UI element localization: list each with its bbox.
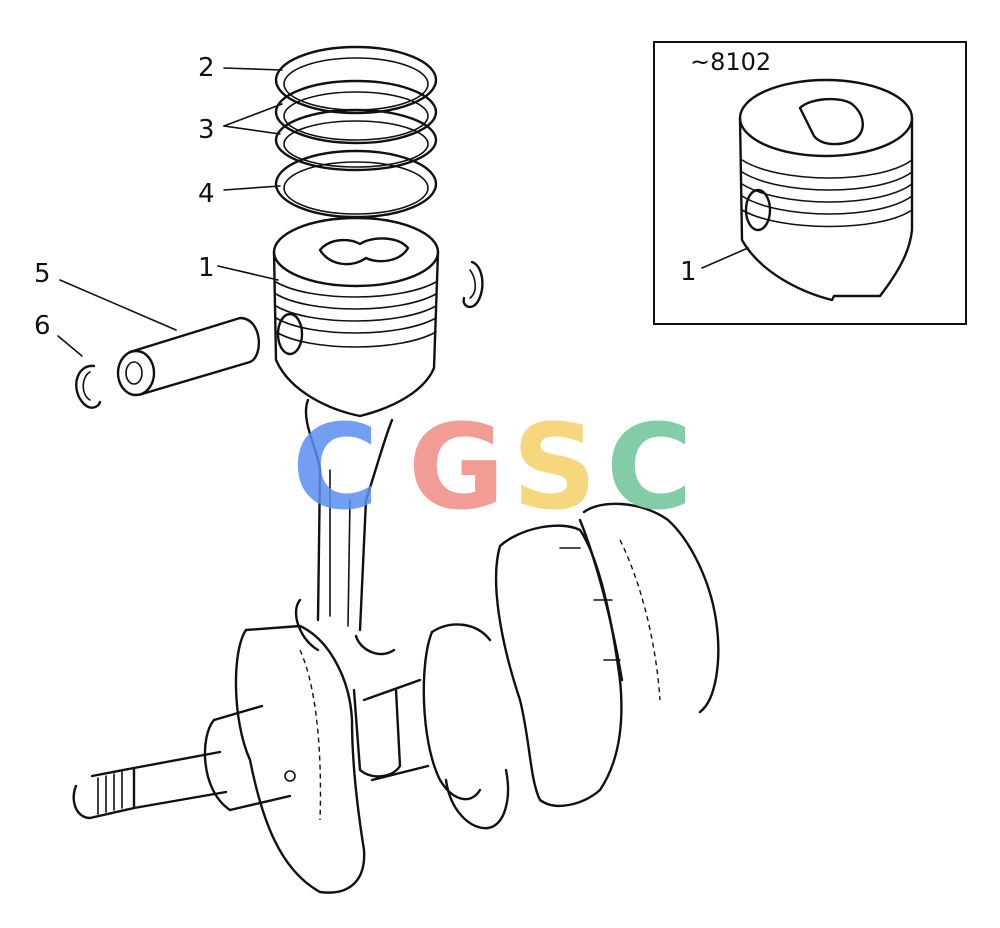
- watermark: C G S C: [292, 398, 693, 536]
- callout-3: 3: [198, 115, 215, 145]
- piston: [272, 216, 440, 418]
- inset-variant-label: ~8102: [690, 48, 771, 76]
- inset-piston: [738, 78, 914, 302]
- callout-5: 5: [34, 259, 51, 289]
- leader-lines: [57, 67, 749, 357]
- watermark-letter: C: [606, 398, 693, 536]
- callout-6: 6: [34, 311, 51, 341]
- watermark-letter: C: [292, 398, 379, 536]
- watermark-letter: S: [512, 398, 597, 536]
- inset-callout-1: 1: [680, 257, 697, 287]
- watermark-letter: G: [408, 398, 505, 536]
- callout-2: 2: [198, 53, 215, 83]
- snap-ring-right: [462, 260, 484, 309]
- oil-control-ring: [274, 149, 438, 219]
- callout-1: 1: [198, 253, 215, 283]
- third-compression-ring: [274, 108, 438, 172]
- callout-4: 4: [198, 179, 215, 209]
- second-compression-ring: [274, 79, 438, 145]
- piston-pin: [116, 316, 261, 397]
- snap-ring-left: [75, 364, 102, 409]
- inset-frame: [653, 41, 967, 325]
- crankshaft: [72, 502, 720, 894]
